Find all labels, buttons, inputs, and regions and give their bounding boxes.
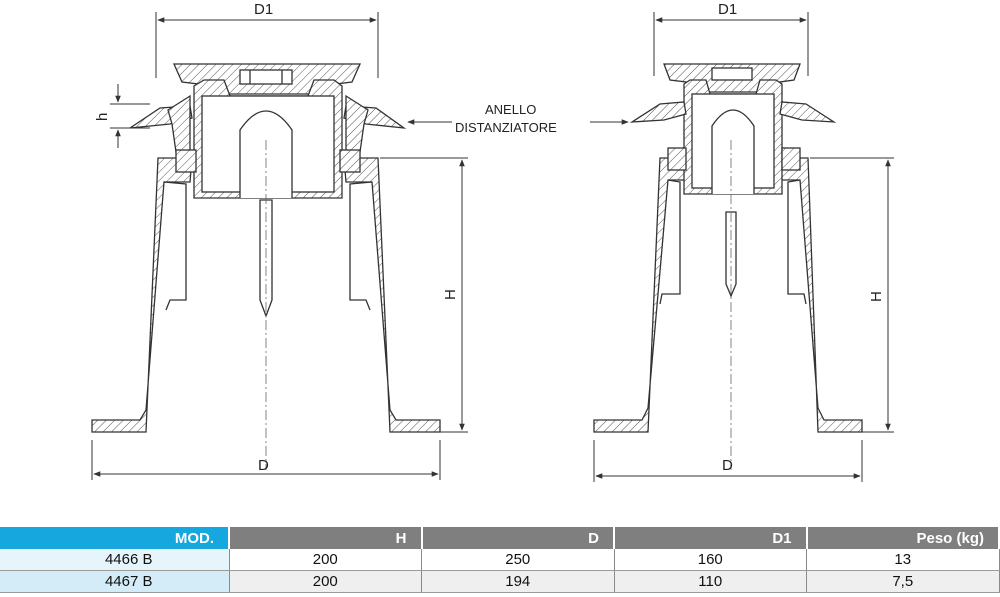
- right-cone-left-wall: [593, 157, 689, 433]
- right-d1-label: D1: [718, 1, 737, 18]
- left-cone-left-wall: [91, 157, 193, 433]
- right-h-label: H: [868, 291, 885, 302]
- cell-d1: 110: [614, 570, 807, 593]
- cell-weight: 13: [806, 549, 1000, 571]
- left-cone-right-wall: [343, 157, 441, 433]
- specification-table: MOD. H D D1 Peso (kg) 4466 B 200 250 160…: [0, 527, 1000, 593]
- technical-drawing: D1 D H h ANELLO DISTANZIATORE D1 D H: [91, 1, 894, 482]
- col-header-model: MOD.: [0, 527, 230, 549]
- col-header-h: H: [229, 527, 423, 549]
- cell-h: 200: [229, 570, 422, 593]
- cell-model: 4467 B: [0, 570, 230, 593]
- right-arch: [711, 109, 755, 194]
- left-support-drawing: [91, 63, 441, 433]
- ring-callout-line1: ANELLO: [485, 102, 536, 117]
- left-d1-label: D1: [254, 1, 273, 18]
- right-d-label: D: [722, 457, 733, 474]
- left-dimensions: [91, 12, 468, 480]
- left-h-small-label: h: [94, 113, 111, 121]
- col-header-d1: D1: [614, 527, 808, 549]
- right-support-drawing: [593, 63, 863, 433]
- col-header-d: D: [421, 527, 615, 549]
- cell-weight: 7,5: [806, 570, 1000, 593]
- table-row: 4467 B 200 194 110 7,5: [0, 570, 1000, 593]
- right-top-nut: [711, 67, 753, 81]
- cell-h: 200: [229, 549, 422, 571]
- left-d-label: D: [258, 457, 269, 474]
- cell-d: 250: [421, 549, 615, 571]
- right-cone-right-wall: [779, 157, 863, 433]
- table-header-row: MOD. H D D1 Peso (kg): [0, 527, 1000, 549]
- right-dimensions: [593, 12, 894, 482]
- table-row: 4466 B 200 250 160 13: [0, 549, 1000, 571]
- cell-d1: 160: [614, 549, 807, 571]
- right-spacer-ring-left: [629, 101, 687, 123]
- left-h-label: H: [442, 289, 459, 300]
- cell-model: 4466 B: [0, 549, 230, 571]
- ring-callout-line2: DISTANZIATORE: [455, 120, 557, 135]
- cell-d: 194: [421, 570, 615, 593]
- left-top-nut: [239, 69, 293, 85]
- right-spacer-ring-right: [779, 101, 837, 123]
- col-header-weight: Peso (kg): [806, 527, 1000, 549]
